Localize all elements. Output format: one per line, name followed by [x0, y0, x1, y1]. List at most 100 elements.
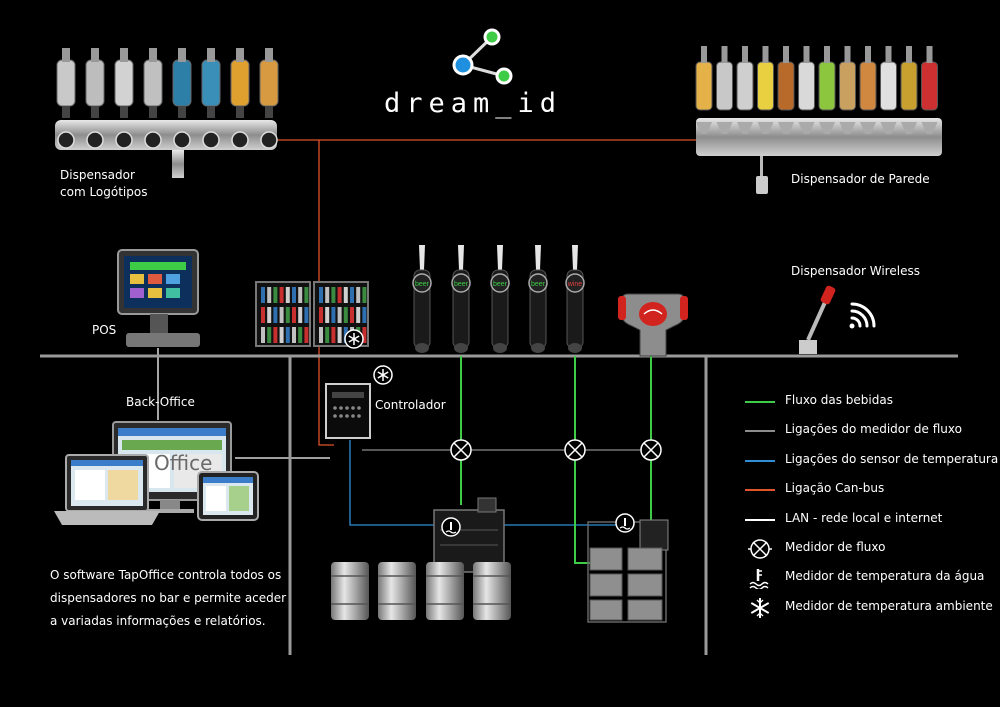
tap-badge-label: beer: [531, 281, 546, 288]
tap-badge-label: beer: [454, 281, 469, 288]
bottle-fridges-icon: [255, 281, 369, 347]
fridge-bottle: [331, 287, 336, 303]
flow-meter-3-icon: [640, 439, 662, 461]
legend-label: Ligações do medidor de fluxo: [785, 422, 962, 437]
wall-bottle-icon: [716, 46, 733, 134]
wall-bottle-icon: [736, 46, 754, 134]
fridge-bottle: [356, 287, 361, 303]
legend-label: Fluxo das bebidas: [785, 393, 893, 407]
fridge-bottle: [279, 307, 284, 323]
wifi-icon: [849, 302, 876, 329]
fridge-bottle: [292, 307, 296, 323]
fridge-bottle: [267, 287, 272, 303]
description: O software TapOffice controla todos os d…: [50, 564, 310, 633]
fridge-bottle: [285, 327, 290, 343]
wall-bottle-icon: [880, 46, 897, 134]
beer-kegs-icon: [331, 562, 511, 620]
bag-in-box-rack-icon: [587, 519, 669, 623]
legend-label: Ligações do sensor de temperatura: [785, 451, 999, 466]
fridge-bottle: [337, 307, 342, 323]
fridge-bottle: [362, 287, 367, 303]
dispenser-logos-label: Dispensador com Logótipos: [60, 167, 147, 201]
pos-label: POS: [92, 323, 117, 337]
fridge-bottle: [304, 287, 309, 303]
fridge-bottle: [319, 287, 323, 303]
fridge-bottle: [267, 307, 272, 323]
wall-dispenser: [695, 46, 942, 194]
inverted-bottle-icon: [114, 48, 134, 149]
fridge-bottle: [325, 327, 330, 343]
fridge-bottle: [304, 327, 309, 343]
wall-bottle-icon: [777, 46, 795, 134]
legend-line-swatch: [745, 430, 775, 433]
fridge-bottle: [273, 287, 278, 303]
tap-badge-label: wine: [567, 281, 583, 288]
inverted-bottle-icon: [85, 48, 105, 149]
fridge-bottle: [325, 307, 330, 323]
fridge-bottle: [273, 327, 278, 343]
wall-bottle-icon: [798, 46, 815, 134]
inverted-bottle-icon: [56, 48, 76, 149]
beer-taps: [412, 245, 585, 353]
floor-lines: [40, 354, 958, 655]
fridge-bottle: [292, 287, 296, 303]
legend-label: Medidor de temperatura da água: [785, 569, 985, 584]
flow-meter-icon: [747, 538, 773, 560]
wall-bottle-icon: [900, 46, 918, 134]
fridge-bottle: [304, 307, 309, 323]
fridge-bottle: [362, 307, 367, 323]
description-line-2: dispensadores no bar e permite aceder: [50, 591, 287, 605]
fridge-bottle: [261, 307, 265, 323]
fridge-bottle: [298, 307, 303, 323]
temperature-lines: [349, 440, 617, 526]
snowflake-icon: [747, 597, 773, 619]
keg-icon: [473, 562, 511, 620]
keg-icon: [331, 562, 369, 620]
fridge-bottle: [267, 327, 272, 343]
fridge-bottle: [319, 327, 323, 343]
legend-label: Ligação Can-bus: [785, 481, 885, 496]
description-line-1: O software TapOffice controla todos os: [50, 568, 282, 582]
fridge-bottle: [273, 307, 278, 323]
soda-dispenser-icon: [618, 293, 688, 357]
legend-line-swatch: [745, 518, 775, 521]
fridge-bottle: [325, 287, 330, 303]
fridge-bottle: [298, 287, 303, 303]
fridge-bottle: [292, 327, 296, 343]
tap-tower-icon: [451, 245, 471, 353]
dispenser-with-logos: [55, 48, 279, 178]
legend-item: Medidor de temperatura ambiente: [745, 597, 995, 627]
legend-line-swatch: [745, 489, 775, 492]
legend-item: LAN - rede local e internet: [745, 510, 995, 539]
inverted-bottle-icon: [230, 48, 250, 149]
office-ghost-text: Office: [154, 451, 213, 475]
tap-tower-icon: [412, 245, 432, 353]
fridge-bottle: [350, 307, 354, 323]
pos-terminal-icon: [117, 249, 200, 347]
fridge-bottle: [279, 287, 284, 303]
inverted-bottle-icon: [143, 48, 163, 149]
wall-bottle-icon: [859, 46, 877, 134]
flow-meter-2-icon: [564, 439, 586, 461]
legend-item: Fluxo das bebidas: [745, 392, 995, 421]
fridge-bottle: [285, 307, 290, 323]
fridge-bottle: [343, 287, 348, 303]
wireless-dispenser-icon: [799, 285, 836, 354]
fridge-bottle: [261, 287, 265, 303]
legend-item: Ligação Can-bus: [745, 480, 995, 509]
description-line-3: a variadas informações e relatórios.: [50, 614, 266, 628]
cooler-temperature-icon: [441, 517, 461, 537]
fridge-bottle: [331, 327, 336, 343]
wall-bottle-icon: [695, 46, 713, 134]
legend-item: Ligações do medidor de fluxo: [745, 421, 995, 450]
fridge-bottle: [285, 287, 290, 303]
fridge-bottle: [337, 327, 342, 343]
fridge-bottle: [362, 327, 367, 343]
tap-tower-icon: [565, 245, 585, 353]
fridge-snowflake-icon: [344, 329, 364, 349]
fridge-bottle: [337, 287, 342, 303]
beer-cooler-icon: [433, 497, 505, 573]
